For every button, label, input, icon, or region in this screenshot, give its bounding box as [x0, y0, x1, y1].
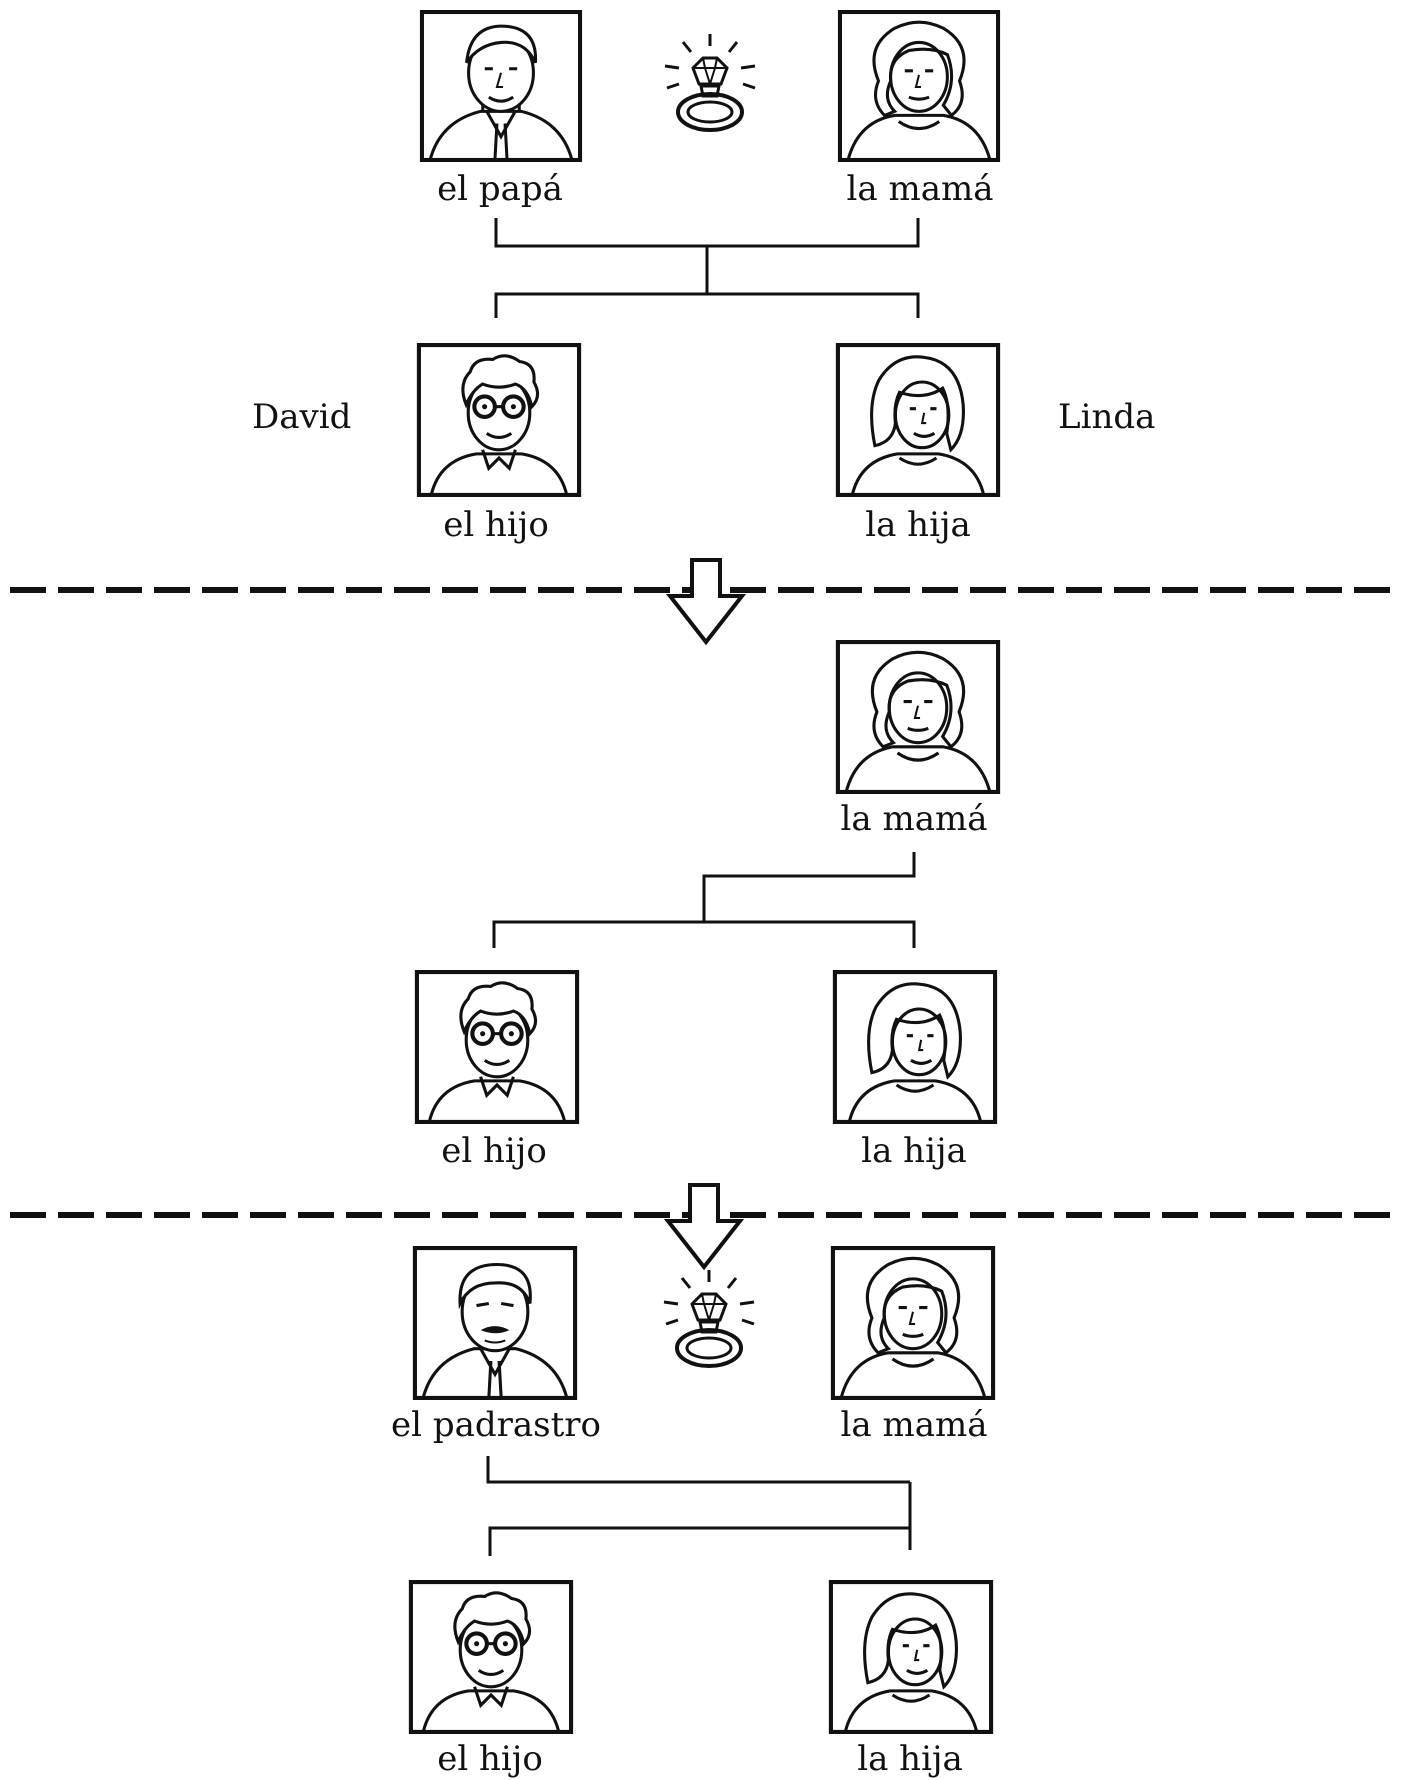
label-daughter: la hija — [857, 1739, 963, 1779]
label-daughter: la hija — [865, 505, 971, 545]
parent-connector — [492, 852, 916, 948]
name-linda: Linda — [1058, 397, 1156, 437]
marriage-connector — [494, 218, 920, 318]
family-connector — [486, 1456, 912, 1556]
label-mother: la mamá — [840, 1405, 988, 1445]
mother-portrait-icon — [833, 1248, 993, 1398]
diamond-ring-icon — [663, 32, 757, 132]
mother-portrait-icon — [838, 642, 998, 792]
label-son: el hijo — [443, 505, 549, 545]
son-portrait-icon — [419, 345, 579, 495]
daughter-portrait-icon — [831, 1582, 991, 1732]
label-mother: la mamá — [846, 169, 994, 209]
label-father: el papá — [437, 169, 563, 209]
diamond-ring-icon — [662, 1268, 756, 1368]
label-mother: la mamá — [840, 799, 988, 839]
father-portrait-icon — [422, 12, 580, 160]
daughter-portrait-icon — [835, 972, 995, 1122]
label-stepfather: el padrastro — [391, 1405, 601, 1445]
down-arrow-icon — [666, 1183, 742, 1269]
label-son: el hijo — [437, 1739, 543, 1779]
son-portrait-icon — [417, 972, 577, 1122]
son-portrait-icon — [411, 1582, 571, 1732]
down-arrow-icon — [668, 558, 744, 644]
daughter-portrait-icon — [838, 345, 998, 495]
mother-portrait-icon — [840, 12, 998, 160]
label-son: el hijo — [441, 1131, 547, 1171]
name-david: David — [252, 397, 352, 437]
label-daughter: la hija — [861, 1131, 967, 1171]
stepfather-portrait-icon — [415, 1248, 575, 1398]
